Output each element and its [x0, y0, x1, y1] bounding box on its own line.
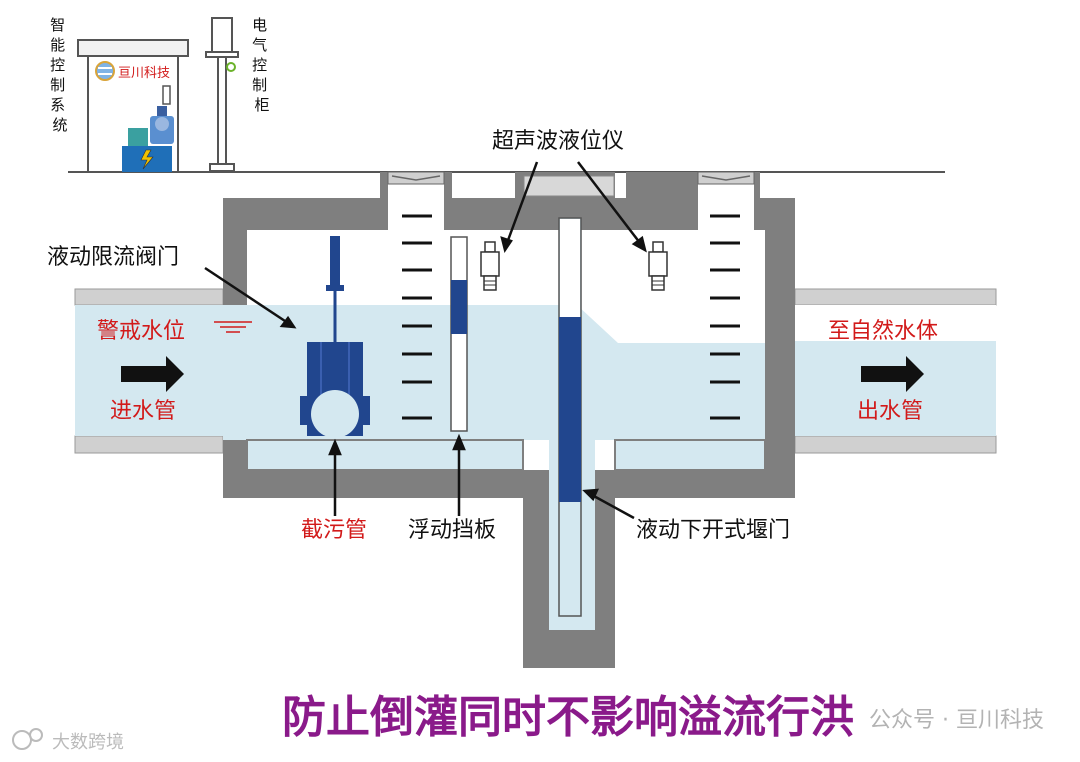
manhole-cover-right [697, 171, 755, 185]
chamber-floor-right [614, 439, 766, 471]
floating-baffle [450, 236, 468, 432]
ladder-left [402, 214, 432, 420]
ultrasonic-level-meter-label: 超声波液位仪 [492, 129, 624, 154]
brand-logo-icon [95, 61, 115, 81]
hydraulic-valve-label: 液动限流阀门 [47, 245, 179, 270]
brand-sign-text: 亘川科技 [118, 66, 170, 81]
chamber-floor-left [246, 439, 524, 471]
hydraulic-weir-gate-label: 液动下开式堰门 [636, 518, 790, 543]
watermark-left: 大数跨境 [52, 732, 124, 753]
high-voltage-icon [140, 149, 154, 170]
inflow-arrow-icon [121, 356, 184, 392]
watermark-right: 公众号 · 亘川科技 [869, 708, 1044, 733]
inlet-pipe-label: 进水管 [110, 399, 176, 424]
outflow-arrow-icon [861, 356, 924, 392]
manhole-cover-left [387, 171, 445, 185]
headline: 防止倒灌同时不影响溢流行洪 [282, 692, 854, 743]
outlet-pipe-label: 出水管 [857, 399, 923, 424]
hydraulic-weir-gate [558, 217, 582, 617]
floating-baffle-label: 浮动挡板 [408, 518, 496, 543]
hydraulic-valve [300, 236, 370, 438]
warning-level-label: 警戒水位 [97, 319, 185, 344]
electric-cabinet-label: 电 气 控 制 柜 [252, 16, 272, 114]
ultrasonic-sensor-right-icon [648, 241, 668, 291]
watermark-left-logo-icon [12, 728, 43, 750]
electric-cabinet [205, 17, 239, 172]
leader-lines [204, 161, 647, 520]
interception-pipe-label: 截污管 [301, 518, 367, 543]
outlet-pipe [793, 288, 997, 454]
ladder-right [710, 214, 740, 420]
control-house: 亘川科技 [77, 39, 189, 173]
smart-control-system-label: 智 能 控 制 系 统 [50, 16, 70, 134]
warning-level-marker [214, 321, 252, 333]
ultrasonic-sensor-left-icon [480, 241, 500, 291]
to-natural-water-label: 至自然水体 [828, 319, 938, 344]
indicator-panel [162, 85, 171, 105]
